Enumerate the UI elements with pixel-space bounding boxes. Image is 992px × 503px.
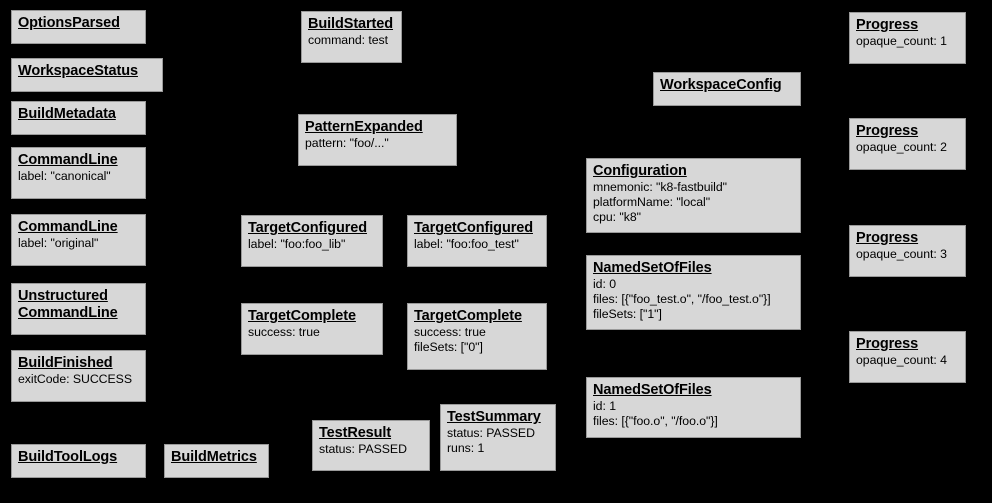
event-node-title: Configuration xyxy=(593,163,687,179)
event-node-build-metadata[interactable]: BuildMetadata xyxy=(11,101,146,135)
event-node-field: exitCode: SUCCESS xyxy=(18,372,132,386)
event-node-title: Progress xyxy=(856,230,919,246)
event-node-field: status: PASSED xyxy=(447,426,535,440)
event-node-unstructured-command-line[interactable]: Unstructured CommandLine xyxy=(11,283,146,335)
event-node-title: NamedSetOfFiles xyxy=(593,260,712,276)
event-node-field: success: true xyxy=(414,325,486,339)
event-node-field: opaque_count: 4 xyxy=(856,353,947,367)
event-node-title: Progress xyxy=(856,123,919,139)
event-node-field: status: PASSED xyxy=(319,442,407,456)
event-node-build-metrics[interactable]: BuildMetrics xyxy=(164,444,269,478)
event-node-field: pattern: "foo/..." xyxy=(305,136,389,150)
event-node-field: opaque_count: 3 xyxy=(856,247,947,261)
event-node-field: id: 0 xyxy=(593,277,616,291)
event-node-field: id: 1 xyxy=(593,399,616,413)
event-node-title: TargetConfigured xyxy=(248,220,367,236)
event-node-options-parsed[interactable]: OptionsParsed xyxy=(11,10,146,44)
event-node-title: BuildMetrics xyxy=(171,449,257,465)
event-node-title: TestSummary xyxy=(447,409,541,425)
event-node-title: CommandLine xyxy=(18,152,118,168)
event-node-title: BuildStarted xyxy=(308,16,394,32)
event-node-title: PatternExpanded xyxy=(305,119,423,135)
event-node-field: fileSets: ["0"] xyxy=(414,340,483,354)
event-node-field: label: "foo:foo_lib" xyxy=(248,237,346,251)
event-node-title: TestResult xyxy=(319,425,392,441)
event-node-field: files: [{"foo_test.o", "/foo_test.o"}] xyxy=(593,292,771,306)
event-node-field: success: true xyxy=(248,325,320,339)
event-node-title: TargetConfigured xyxy=(414,220,533,236)
event-node-field: files: [{"foo.o", "/foo.o"}] xyxy=(593,414,718,428)
event-node-title: Progress xyxy=(856,17,919,33)
event-node-field: label: "original" xyxy=(18,236,99,250)
event-node-title: WorkspaceStatus xyxy=(18,63,138,79)
event-node-title: NamedSetOfFiles xyxy=(593,382,712,398)
event-node-title: WorkspaceConfig xyxy=(660,77,782,93)
event-node-workspace-config[interactable]: WorkspaceConfig xyxy=(653,72,801,106)
event-node-field: mnemonic: "k8-fastbuild" xyxy=(593,180,727,194)
event-node-field: command: test xyxy=(308,33,388,47)
event-node-title: TargetComplete xyxy=(414,308,522,324)
event-node-field: cpu: "k8" xyxy=(593,210,641,224)
event-node-title: TargetComplete xyxy=(248,308,356,324)
event-node-title: BuildMetadata xyxy=(18,106,116,122)
event-node-field: fileSets: ["1"] xyxy=(593,307,662,321)
event-node-title: CommandLine xyxy=(18,219,118,235)
event-node-field: opaque_count: 1 xyxy=(856,34,947,48)
event-node-title: Progress xyxy=(856,336,919,352)
event-node-workspace-status[interactable]: WorkspaceStatus xyxy=(11,58,163,92)
event-node-title: OptionsParsed xyxy=(18,15,120,31)
event-node-field: opaque_count: 2 xyxy=(856,140,947,154)
event-node-field: label: "foo:foo_test" xyxy=(414,237,519,251)
event-node-field: platformName: "local" xyxy=(593,195,711,209)
event-node-field: runs: 1 xyxy=(447,441,485,455)
event-node-title: Unstructured CommandLine xyxy=(18,288,118,321)
event-node-title: BuildFinished xyxy=(18,355,113,371)
event-node-title: BuildToolLogs xyxy=(18,449,118,465)
event-node-field: label: "canonical" xyxy=(18,169,111,183)
event-node-build-tool-logs[interactable]: BuildToolLogs xyxy=(11,444,146,478)
